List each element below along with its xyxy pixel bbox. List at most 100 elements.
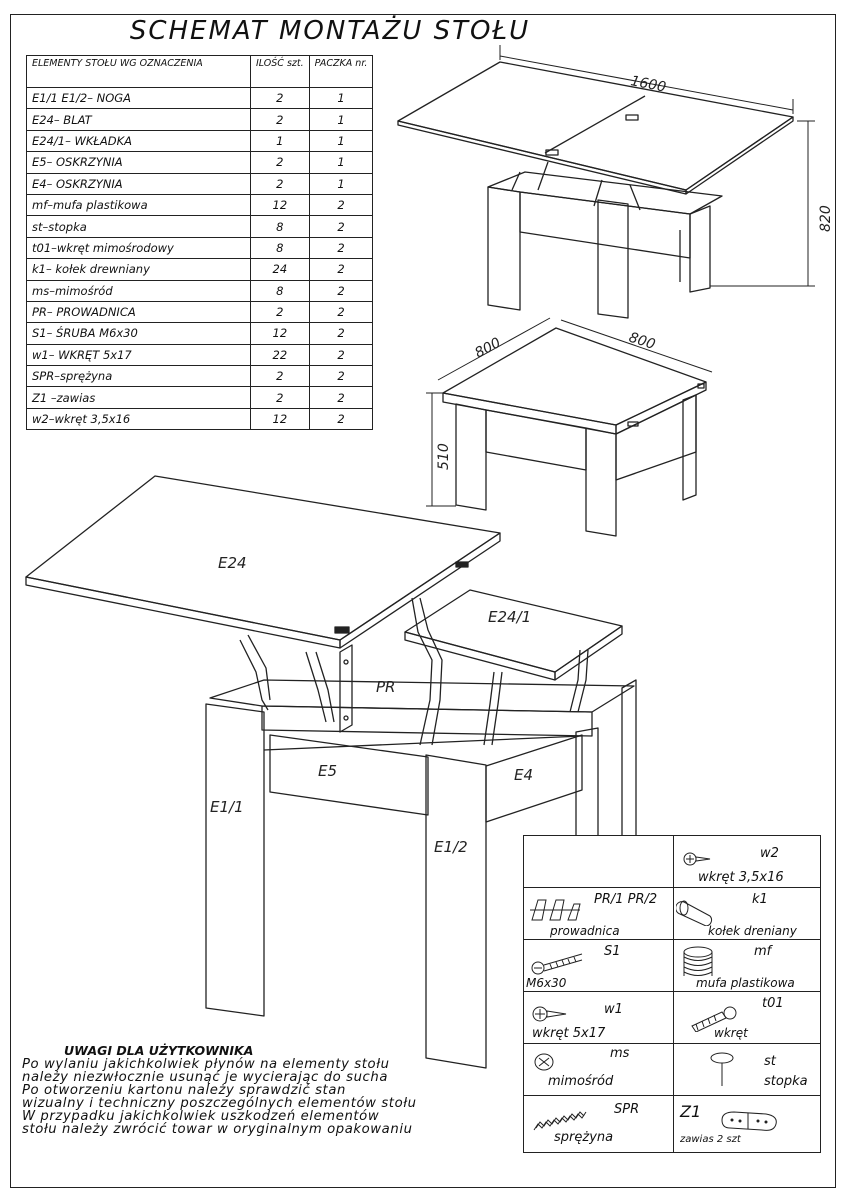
hardware-legend: w2 wkręt 3,5x16 PR/1 PR/2 prowadnica k1 …	[523, 835, 821, 1153]
closed-leg-front	[585, 427, 617, 537]
legend-cell-z1: Z1 zawias 2 szt	[674, 1096, 821, 1152]
screw-w2-icon	[683, 852, 711, 866]
w1-code: w1	[604, 1002, 623, 1017]
notes-line: stołu należy zwrócić towar w oryginalnym…	[22, 1122, 413, 1137]
s1-code: S1	[604, 944, 621, 959]
open-top-split	[544, 95, 646, 154]
notes-heading: UWAGI DLA UŻYTKOWNIKA	[64, 1043, 254, 1058]
open-leg-right	[689, 205, 711, 293]
legend-cell-st: st stopka	[674, 1044, 821, 1096]
dim-line-800-a	[437, 317, 551, 381]
k1-name: kołek dreniany	[708, 924, 797, 938]
s1-name: M6x30	[526, 976, 567, 990]
closed-leg-right	[682, 394, 697, 501]
open-leg-left	[487, 186, 521, 311]
open-lift-arms	[511, 161, 641, 211]
legend-cell-t01: t01 wkręt	[674, 992, 821, 1044]
part-name: w2–wkręt 3,5x16	[26, 407, 251, 431]
part-name: ms–mimośród	[26, 279, 251, 302]
pr-name: prowadnica	[550, 924, 620, 938]
part-package: 2	[308, 236, 374, 260]
hinge-mark-2	[625, 114, 639, 121]
drawing-frame	[10, 14, 836, 1188]
dowel-k1-icon	[676, 900, 713, 926]
w2-code: w2	[760, 846, 779, 861]
legend-cell-mf: mf mufa plastikowa	[674, 940, 821, 992]
open-table-view	[397, 45, 815, 319]
st-code: st	[764, 1054, 776, 1069]
leg-e1-2	[425, 754, 487, 1069]
dim-800-b-label: 800	[627, 330, 657, 354]
t01-code: t01	[762, 996, 784, 1011]
closed-leg-left	[455, 403, 487, 511]
guide-rail-icon	[530, 899, 581, 921]
lift-arm-3	[305, 651, 335, 723]
insert-edge-side	[554, 625, 623, 681]
spring-spr-icon	[533, 1111, 587, 1131]
part-name: PR– PROWADNICA	[26, 300, 251, 324]
bolt-s1-icon	[531, 953, 583, 975]
dim-1600-label: 1600	[629, 73, 667, 96]
t01-name: wkręt	[714, 1026, 748, 1040]
part-package: 2	[308, 407, 374, 431]
part-quantity: 12	[250, 193, 310, 217]
notes-line: wizualny i techniczny poszczególnych ele…	[22, 1096, 417, 1111]
notes-line: Po otworzeniu kartonu należy sprawdzić s…	[22, 1083, 346, 1098]
closed-hinge-mark-2	[697, 383, 705, 389]
page-title: SCHEMAT MONTAŻU STOŁU	[129, 16, 531, 46]
st-name: stopka	[764, 1074, 808, 1089]
lift-arm-1	[239, 634, 271, 711]
cam-ms-icon	[534, 1053, 554, 1071]
label-pr: PR	[376, 678, 395, 696]
mf-code: mf	[754, 944, 772, 959]
part-name: w1– WKRĘT 5x17	[26, 343, 251, 367]
exploded-top-edge-side	[339, 532, 501, 649]
k1-code: k1	[752, 892, 768, 907]
dim-800-a-label: 800	[472, 335, 503, 362]
label-e1-2: E1/2	[434, 838, 468, 856]
exploded-hinge-2	[455, 561, 469, 568]
notes-line: Po wylaniu jakichkolwiek płynów na eleme…	[22, 1057, 390, 1072]
box-inner-line	[263, 735, 583, 751]
lift-arm-5	[569, 649, 589, 713]
spr-code: SPR	[614, 1102, 640, 1117]
open-leg-front	[597, 199, 629, 319]
part-name: st–stopka	[26, 215, 251, 238]
guide-screw-2	[343, 715, 349, 721]
dim-line-1600	[499, 55, 794, 111]
label-e4: E4	[514, 766, 533, 784]
label-e24-1: E24/1	[488, 608, 531, 626]
z1-name: zawias 2 szt	[680, 1134, 741, 1145]
legend-cell-pr: PR/1 PR/2 prowadnica	[524, 888, 674, 940]
ms-code: ms	[610, 1046, 630, 1061]
spr-name: sprężyna	[554, 1130, 614, 1145]
part-name: k1– kołek drewniany	[26, 258, 251, 281]
part-name: SPR–sprężyna	[26, 365, 251, 388]
part-name: S1– ŚRUBA M6x30	[26, 322, 251, 345]
guide-screw-1	[343, 659, 349, 665]
box-front-e5	[269, 734, 429, 816]
pr-code: PR/1 PR/2	[594, 892, 658, 907]
part-name: E5– OSKRZYNIA	[26, 151, 251, 174]
legend-cell-spr: SPR sprężyna	[524, 1096, 674, 1152]
part-name: t01–wkręt mimośrodowy	[26, 236, 251, 260]
notes-line: W przypadku jakichkolwiek uszkodzeń elem…	[22, 1109, 380, 1124]
hinge-mark-1	[545, 149, 559, 156]
notes-line: należy niezwłocznie usunąć je wycierając…	[22, 1070, 389, 1085]
leg-e1-1	[205, 703, 265, 1017]
ms-name: mimośród	[548, 1074, 614, 1089]
closed-table-view	[426, 317, 713, 537]
dim-820-label: 820	[818, 205, 834, 232]
